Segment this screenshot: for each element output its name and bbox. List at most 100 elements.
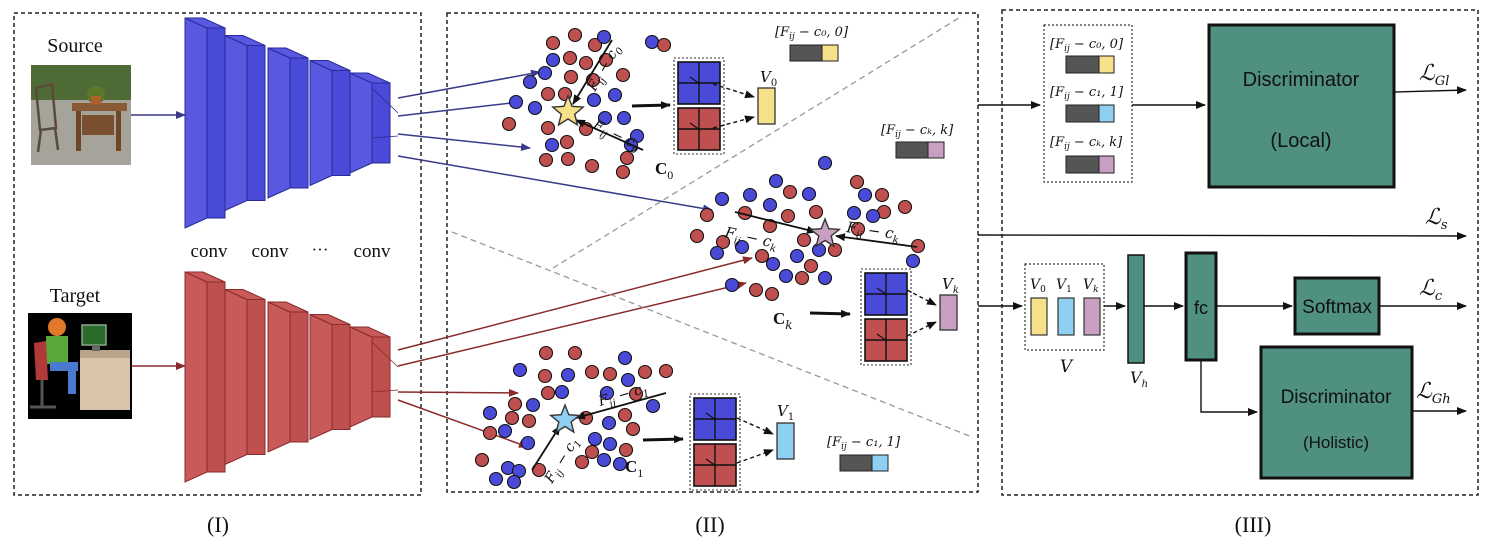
blue-conv-slab-face bbox=[289, 57, 309, 189]
red-conv-slab-face bbox=[331, 324, 351, 430]
c1-point bbox=[602, 436, 618, 452]
grid-c0-mark bbox=[689, 122, 701, 131]
c0-point bbox=[584, 158, 600, 174]
ck-point bbox=[762, 218, 778, 234]
cluster-c0-points bbox=[501, 27, 672, 180]
ck-point bbox=[715, 234, 731, 250]
c0-point bbox=[597, 110, 613, 126]
c1-point bbox=[620, 372, 636, 388]
c1-point bbox=[625, 421, 641, 437]
ck-point bbox=[846, 205, 862, 221]
grid-ck-red-block bbox=[864, 318, 908, 362]
stack-bar-c0-label bbox=[1098, 55, 1115, 74]
pair-label-c1: [Fij − c₁, 1] bbox=[827, 435, 901, 452]
red-conv-crease bbox=[371, 389, 399, 393]
c1-point bbox=[637, 364, 653, 380]
red-conv-slab bbox=[349, 326, 391, 428]
c0-point bbox=[656, 37, 672, 53]
c0-point bbox=[607, 87, 623, 103]
feature-arrows bbox=[397, 69, 753, 448]
c1-point bbox=[617, 407, 633, 423]
separator-line-lower bbox=[451, 231, 973, 438]
c1-point bbox=[537, 368, 553, 384]
stack-bar-c1-label bbox=[1098, 104, 1115, 123]
c0-point bbox=[615, 164, 631, 180]
ck-point bbox=[709, 245, 725, 261]
center-label-c1: C1 bbox=[625, 457, 643, 480]
blue-conv-slab-top bbox=[267, 47, 309, 59]
v-concat-vk bbox=[1083, 297, 1101, 336]
holistic-discriminator-sub: (Holistic) bbox=[1303, 433, 1369, 452]
c1-point bbox=[538, 345, 554, 361]
conv-label-1: conv bbox=[191, 241, 228, 262]
pair-bar-ck-feature bbox=[895, 141, 929, 159]
red-conv-slab-top bbox=[184, 271, 226, 283]
panel-three-frame bbox=[1001, 9, 1479, 496]
red-conv-stack bbox=[184, 271, 399, 483]
distance-label-ck-right: Fij − ck bbox=[844, 218, 901, 246]
red-conv-crease bbox=[371, 341, 399, 368]
star-icon-ck bbox=[808, 217, 842, 248]
distance-label-c1-upper: Fij − c1 bbox=[596, 380, 651, 413]
c0-point bbox=[508, 94, 524, 110]
ck-point bbox=[754, 248, 770, 264]
blue-conv-slab bbox=[349, 72, 391, 174]
distance-label-c0-lower: Fij − c0 bbox=[588, 117, 644, 157]
ck-point bbox=[748, 282, 764, 298]
ck-point bbox=[897, 199, 913, 215]
red-conv-slab-top bbox=[309, 314, 351, 325]
blue-conv-slab-face bbox=[206, 27, 226, 219]
c0-point bbox=[644, 34, 660, 50]
red-conv-slab-side bbox=[184, 271, 208, 483]
ck-point bbox=[734, 239, 750, 255]
c0-point bbox=[527, 100, 543, 116]
vector-v0-label: V0 bbox=[760, 68, 777, 89]
c1-point bbox=[645, 398, 661, 414]
pool-grid-c1 bbox=[689, 393, 741, 491]
blue-conv-slab-side bbox=[267, 47, 291, 199]
pair-bar-c1-feature bbox=[839, 454, 873, 472]
source-label: Source bbox=[47, 35, 103, 57]
ck-point bbox=[803, 258, 819, 274]
vector-vk-label: Vk bbox=[942, 275, 959, 296]
ck-point bbox=[764, 286, 780, 302]
blue-conv-slab-side bbox=[184, 17, 208, 229]
ck-point bbox=[905, 253, 921, 269]
arrow-loss-gl bbox=[1393, 86, 1467, 95]
ck-point bbox=[762, 197, 778, 213]
ck-point bbox=[789, 248, 805, 264]
pair-stack-box bbox=[1043, 24, 1133, 183]
pair-label-ck: [Fij − cₖ, k] bbox=[881, 123, 954, 140]
c1-point bbox=[504, 410, 520, 426]
ck-point bbox=[801, 186, 817, 202]
c0-point bbox=[615, 67, 631, 83]
c1-point bbox=[540, 385, 556, 401]
c0-point bbox=[538, 152, 554, 168]
ck-point bbox=[811, 242, 827, 258]
red-conv-slab-face bbox=[289, 311, 309, 443]
c1-point bbox=[521, 413, 537, 429]
blue-conv-slab-top bbox=[309, 60, 351, 71]
c0-point bbox=[544, 137, 560, 153]
separator-line-upper bbox=[552, 15, 963, 269]
c0-point bbox=[562, 50, 578, 66]
c1-point bbox=[596, 452, 612, 468]
ck-point bbox=[699, 207, 715, 223]
cluster-c1-points bbox=[474, 345, 674, 490]
ck-point bbox=[794, 270, 810, 286]
ck-point bbox=[857, 187, 873, 203]
c1-point bbox=[482, 425, 498, 441]
c1-point bbox=[497, 423, 513, 439]
pool-arrow-c0 bbox=[631, 101, 671, 110]
blue-conv-slab-side bbox=[309, 59, 333, 187]
ck-point bbox=[765, 256, 781, 272]
c1-point bbox=[482, 405, 498, 421]
cluster-ck-points bbox=[689, 155, 926, 302]
conv-label-2: conv bbox=[252, 241, 289, 262]
vh-layer bbox=[1127, 254, 1145, 364]
panel-one-caption: (I) bbox=[207, 512, 229, 537]
ck-point bbox=[782, 184, 798, 200]
center-label-c0: C0 bbox=[655, 159, 673, 182]
blue-conv-slab bbox=[224, 34, 266, 212]
